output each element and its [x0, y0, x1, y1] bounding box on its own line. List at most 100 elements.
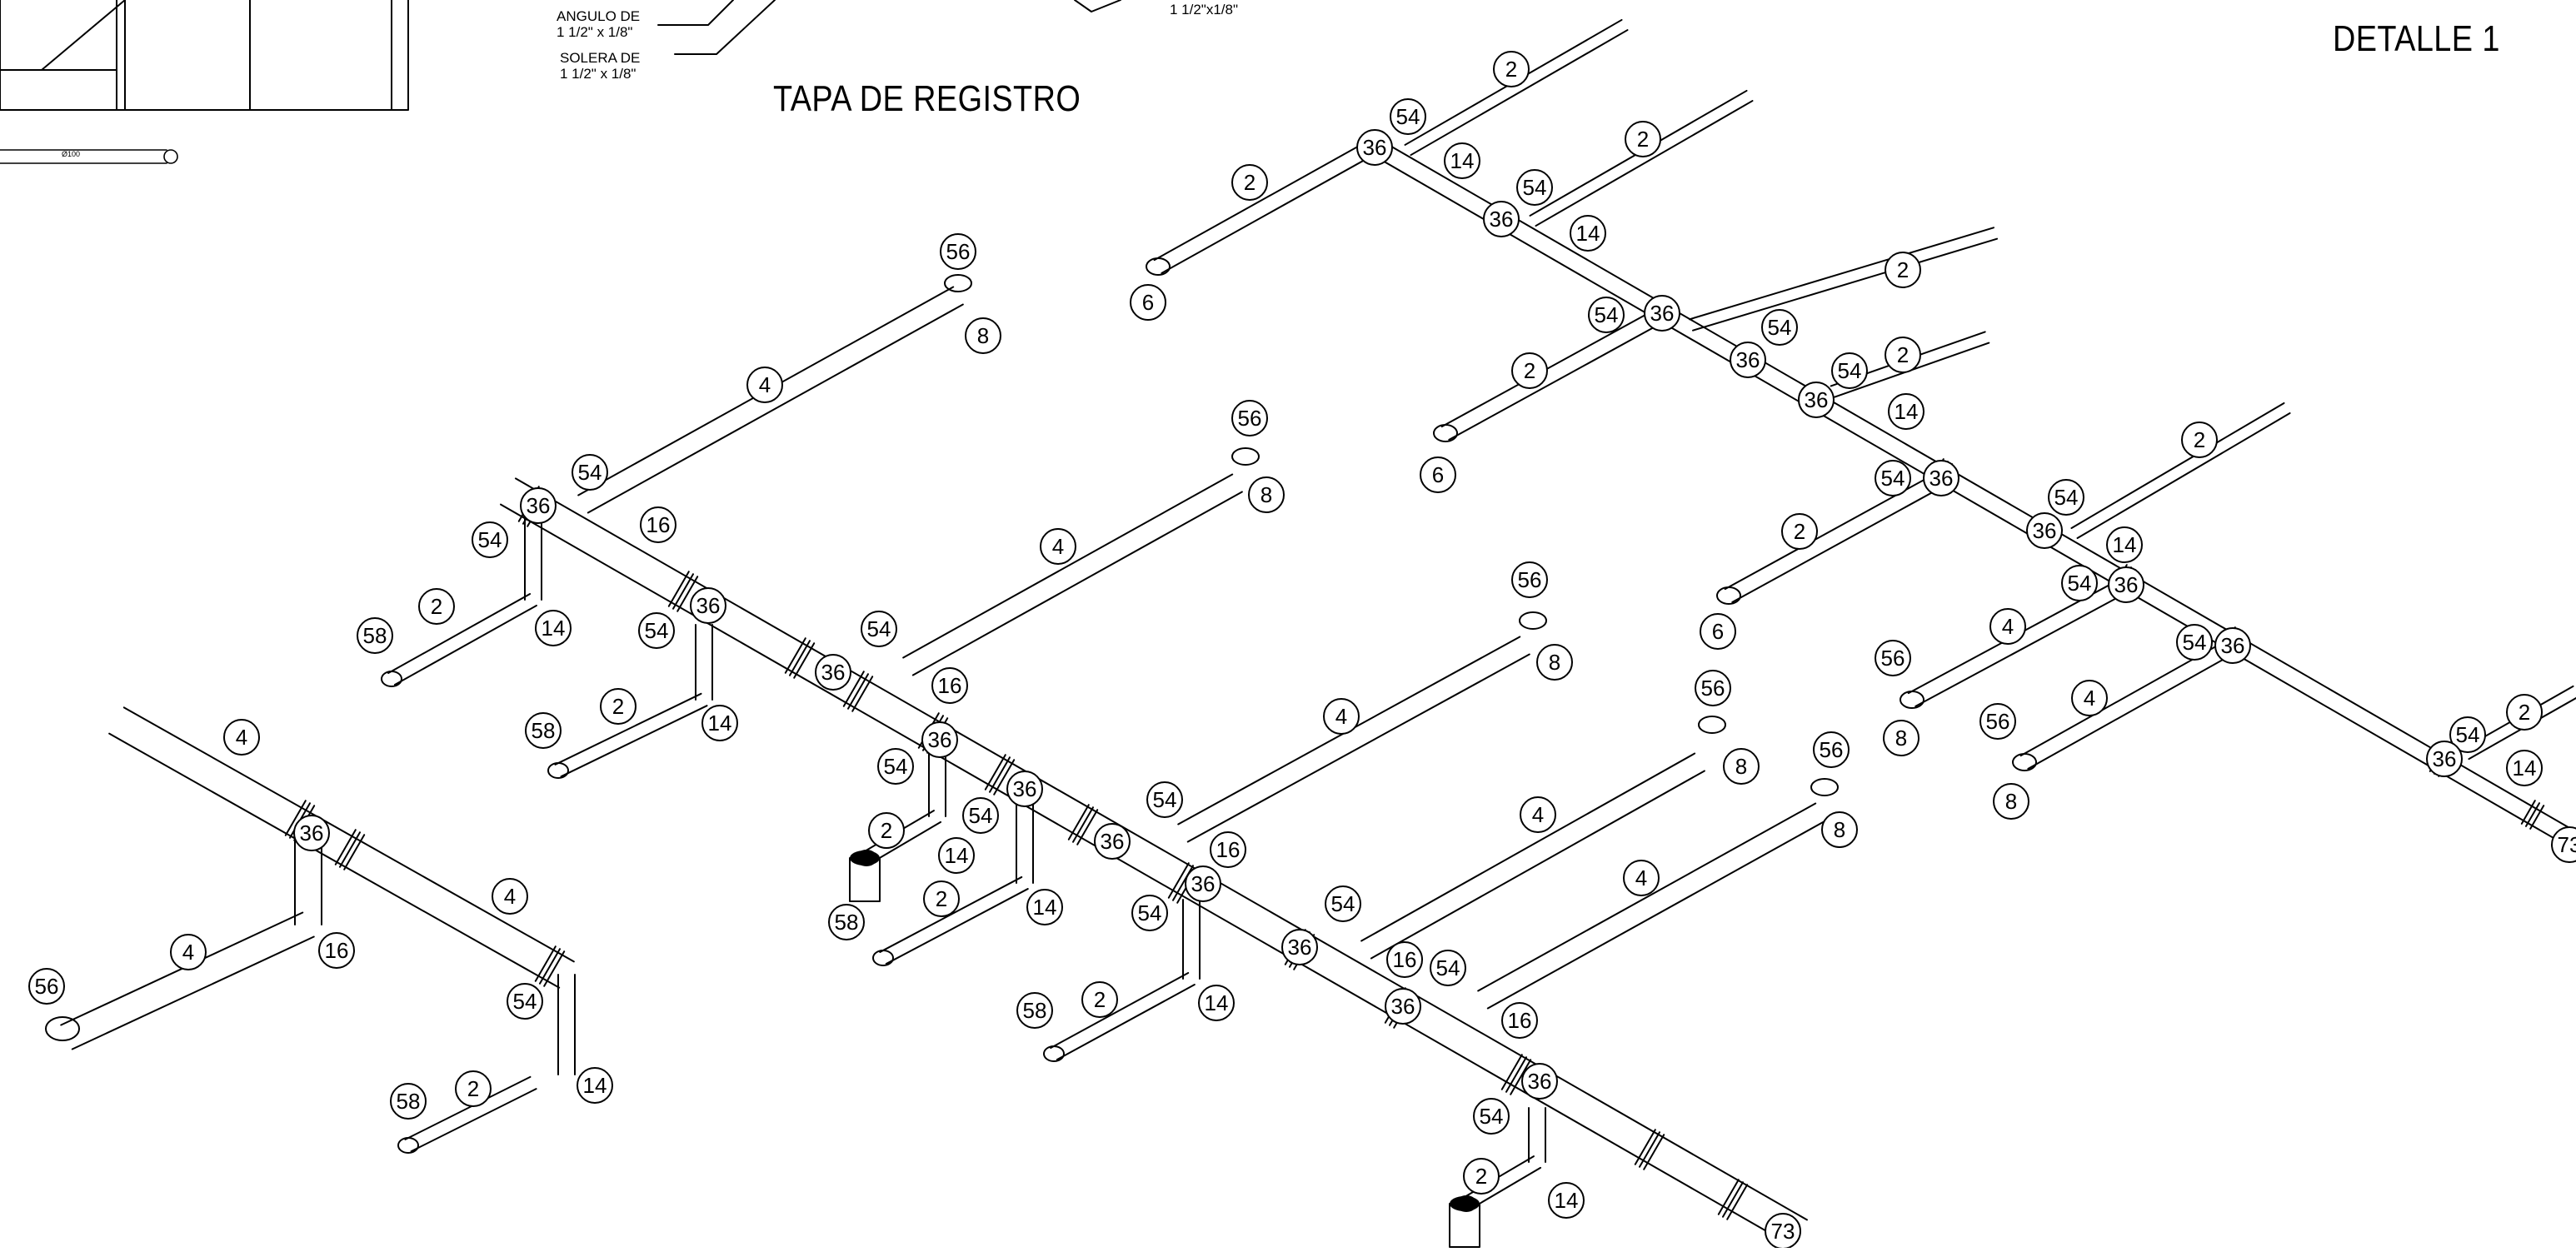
upper-branch [1529, 89, 1754, 227]
callout-tag: 8 [965, 317, 1001, 354]
callout-number: 8 [1895, 726, 1907, 751]
callout-number: 54 [1838, 358, 1862, 383]
callout-number: 54 [1768, 315, 1792, 340]
branch-elbow-end [1519, 611, 1547, 630]
callout-number: 14 [2113, 532, 2137, 557]
callout-tag: 2 [923, 880, 960, 917]
callout-number: 2 [431, 594, 442, 619]
callout-number: 54 [1436, 955, 1460, 980]
callout-number: 54 [1331, 891, 1355, 916]
callout-number: 56 [1986, 709, 2010, 734]
callout-number: 36 [696, 593, 721, 618]
callout-tag: 36 [293, 815, 330, 851]
callout-number: 73 [1771, 1219, 1795, 1244]
callout-tag: 14 [577, 1067, 613, 1104]
callout-number: 58 [1023, 998, 1047, 1023]
callout-number: 73 [2558, 832, 2576, 857]
callout-tag: 8 [1248, 476, 1285, 513]
callout-tag: 54 [2449, 716, 2486, 753]
callout-number: 14 [945, 843, 969, 868]
callout-number: 36 [1391, 994, 1415, 1019]
callout-number: 56 [1820, 737, 1844, 762]
callout-number: 36 [2433, 746, 2457, 771]
lateral-elbow-end [397, 1137, 419, 1154]
callout-tag: 2 [1511, 352, 1548, 389]
upper-lateral-elbow [1900, 691, 1925, 709]
callout-number: 36 [527, 493, 551, 518]
callout-number: 36 [1288, 935, 1312, 960]
callout-number: 16 [1508, 1008, 1532, 1033]
callout-number: 36 [1490, 207, 1514, 232]
callout-tag: 56 [1511, 561, 1548, 598]
angulo-note-line2: 1 1/2" x 1/8" [557, 24, 633, 40]
callout-number: 54 [1153, 787, 1177, 812]
callout-number: 54 [2183, 630, 2207, 655]
callout-tag: 14 [701, 705, 738, 741]
callout-number: 54 [578, 460, 602, 485]
vertical-drop [928, 749, 946, 817]
callout-tag: 36 [2214, 627, 2251, 664]
callout-tag: 36 [1730, 342, 1766, 378]
callout-number: 54 [2456, 722, 2480, 747]
callout-number: 16 [646, 512, 671, 537]
callout-tag: 2 [1493, 51, 1530, 87]
callout-tag: 14 [1444, 142, 1480, 179]
callout-number: 54 [1881, 466, 1905, 491]
callout-tag: 2 [1885, 337, 1921, 373]
callout-number: 56 [1881, 646, 1905, 671]
callout-tag: 54 [507, 983, 543, 1020]
callout-tag: 58 [357, 617, 393, 654]
callout-number: 6 [1142, 290, 1154, 315]
callout-number: 36 [1101, 829, 1125, 854]
callout-tag: 2 [1885, 252, 1921, 288]
callout-tag: 16 [1501, 1002, 1538, 1039]
callout-tag: 54 [1588, 297, 1625, 333]
lateral-elbow-end [872, 950, 894, 966]
vertical-drop [695, 624, 713, 701]
callout-number: 2 [1475, 1164, 1487, 1189]
callout-number: 14 [542, 616, 566, 641]
partial-detail-frame [0, 0, 409, 111]
callout-number: 54 [2068, 571, 2092, 596]
callout-number: 36 [1363, 135, 1387, 160]
callout-tag: 36 [1356, 129, 1393, 166]
callout-number: 4 [1335, 704, 1347, 729]
callout-tag: 54 [1831, 352, 1868, 389]
callout-tag: 36 [1185, 865, 1221, 902]
trunk-fitting [1067, 804, 1099, 845]
trunk-fitting [2520, 800, 2545, 830]
lateral-pipe [404, 1075, 537, 1153]
lateral-pipe [879, 875, 1029, 965]
main-trunk [500, 477, 1808, 1247]
registro-title: TAPA DE REGISTRO [773, 78, 1081, 119]
branch-pipe [902, 473, 1243, 676]
callout-tag: 56 [940, 233, 976, 270]
left-drop [557, 974, 576, 1075]
branch-pipe [1177, 636, 1530, 843]
left-fitting [334, 829, 366, 870]
callout-number: 36 [1650, 301, 1675, 326]
callout-tag: 54 [1875, 460, 1911, 496]
callout-tag: 2 [2506, 694, 2543, 731]
callout-tag: 56 [28, 968, 65, 1005]
callout-tag: 58 [525, 712, 562, 749]
callout-number: 6 [1432, 462, 1444, 487]
spec-pipe-label: Ø100 [62, 150, 81, 158]
upper-lateral [2019, 638, 2238, 770]
solera-note-line1: SOLERA DE [560, 50, 641, 66]
branch-pipe [1477, 802, 1826, 1010]
callout-number: 2 [881, 818, 892, 843]
callout-number: 54 [513, 989, 537, 1014]
trunk-fitting [984, 754, 1016, 796]
vertical-drop [1528, 1107, 1546, 1163]
callout-tag: 36 [1006, 771, 1043, 807]
vertical-drop [1016, 799, 1034, 884]
left-elbow-end [45, 1016, 80, 1041]
callout-number: 54 [1480, 1104, 1504, 1129]
callout-tag: 2 [600, 688, 637, 725]
callout-tag: 58 [390, 1083, 427, 1120]
callout-number: 14 [1576, 221, 1600, 246]
callout-tag: 4 [2071, 680, 2108, 716]
callout-tag: 8 [1993, 783, 2029, 820]
